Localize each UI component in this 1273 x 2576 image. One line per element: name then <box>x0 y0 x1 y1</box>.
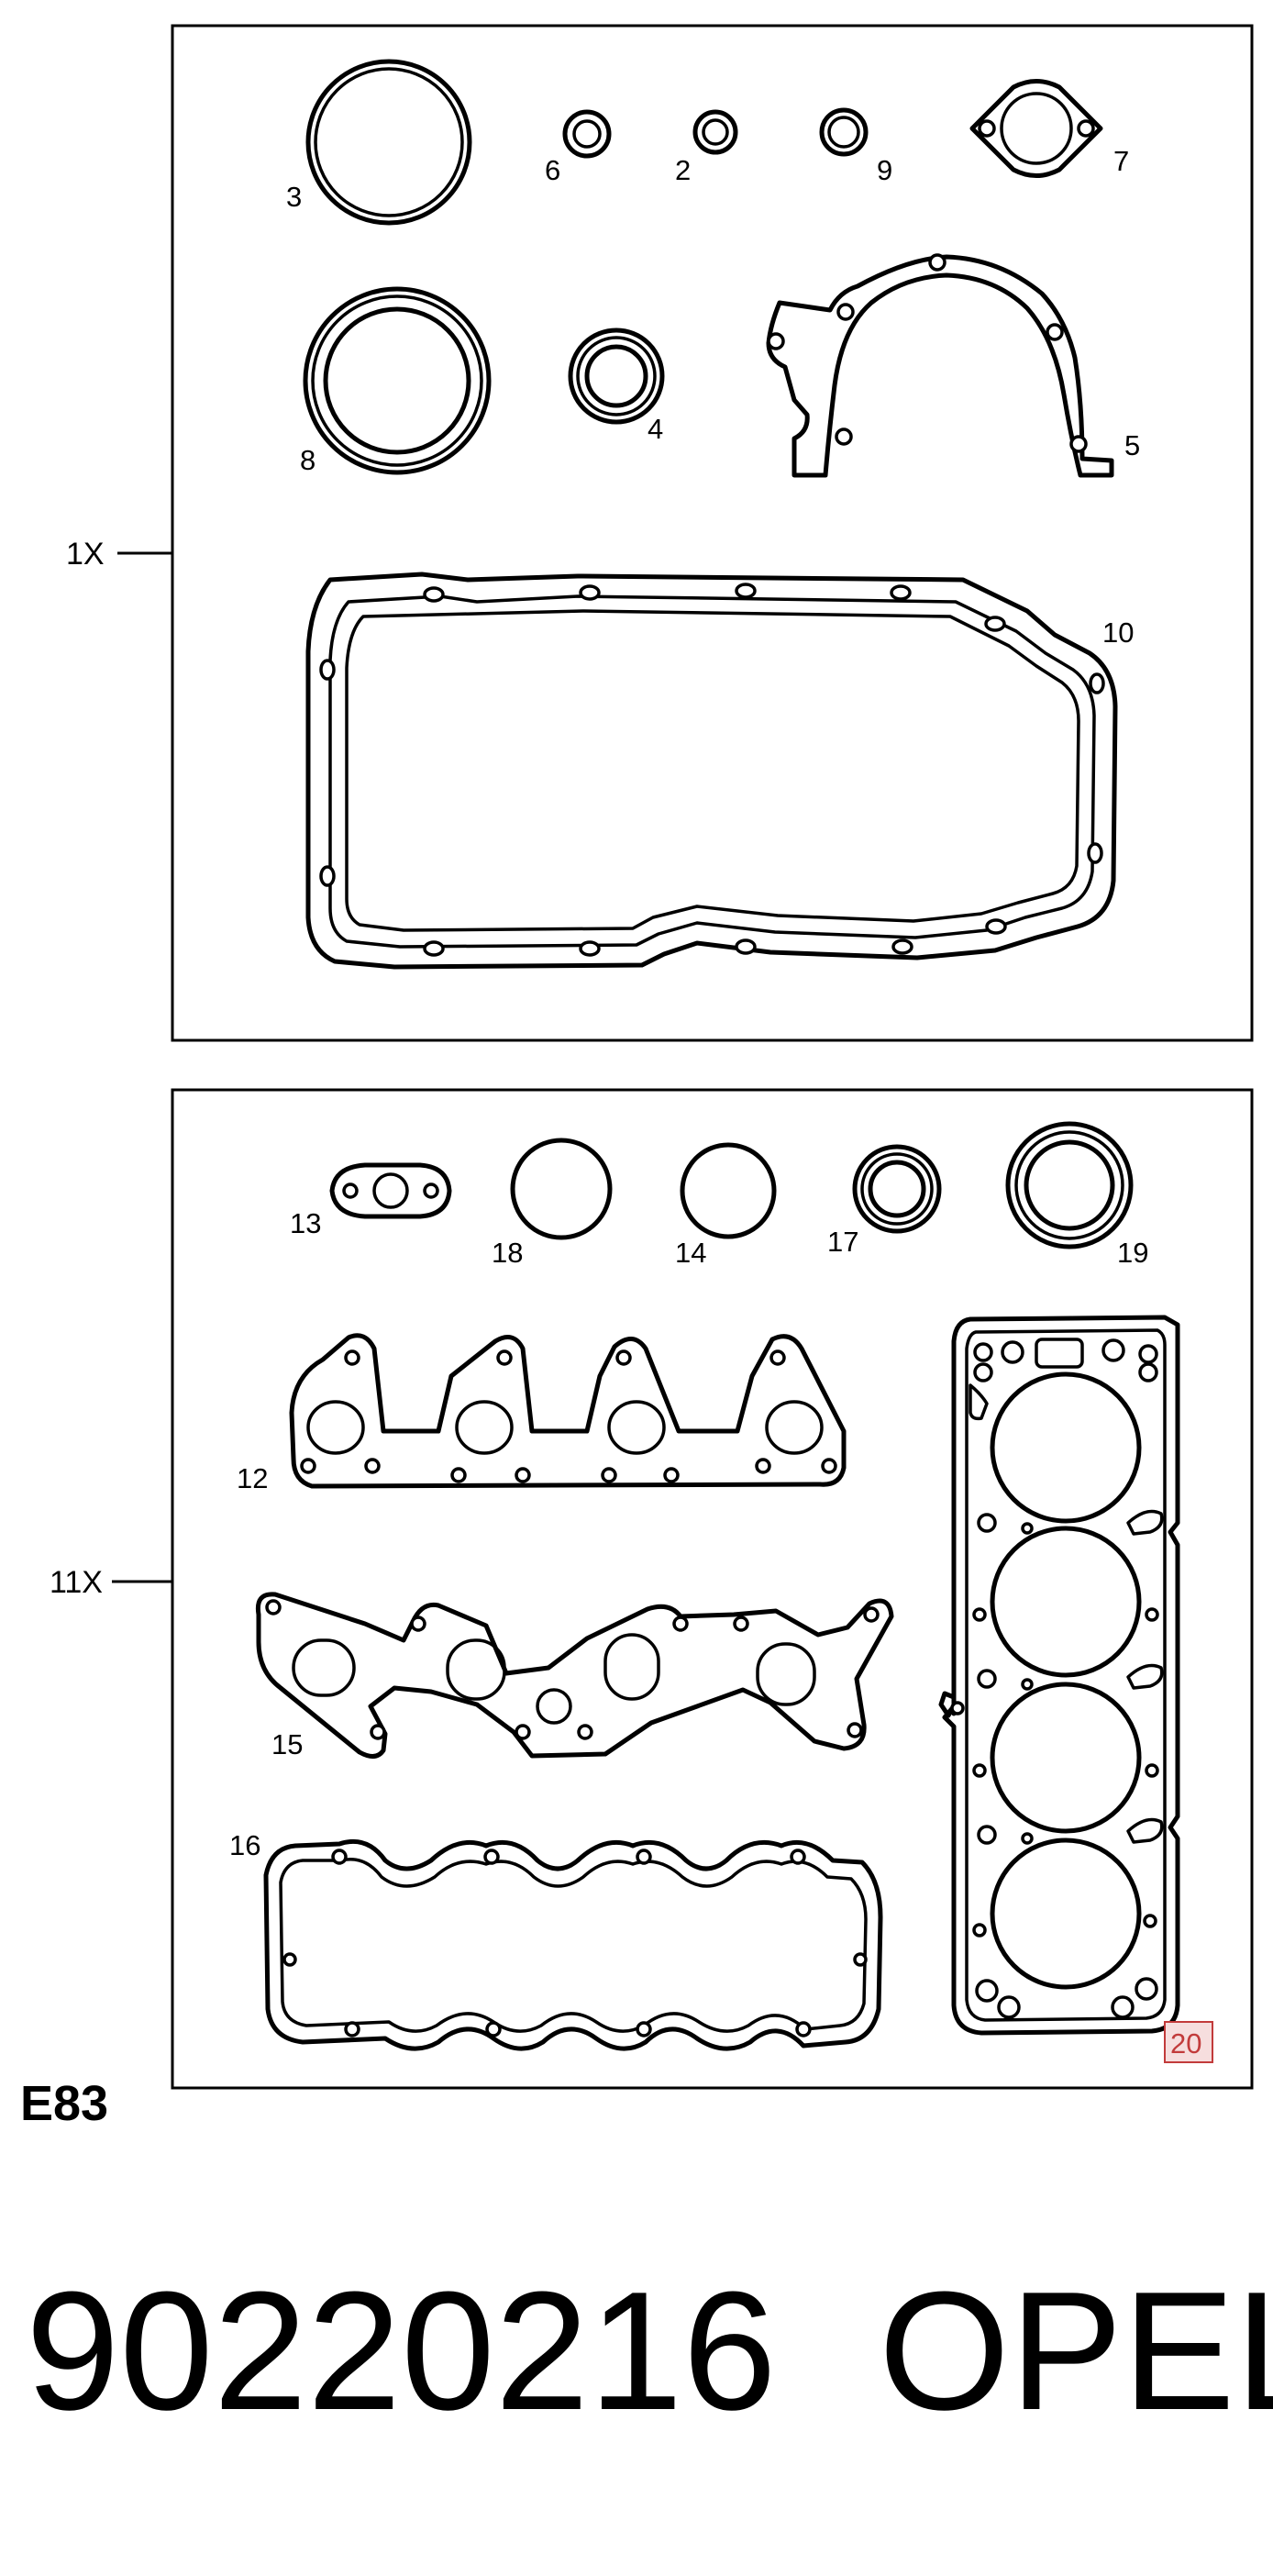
part-14-oring <box>680 1142 777 1239</box>
callout-20-highlight <box>1164 2021 1213 2063</box>
part-16-valve-cover-gasket <box>263 1838 883 2051</box>
part-19-seal <box>1005 1121 1134 1249</box>
callout-9: 9 <box>877 154 892 186</box>
callout-2: 2 <box>675 154 691 186</box>
part-17-seal <box>852 1144 942 1234</box>
callout-16: 16 <box>229 1829 260 1861</box>
part-5-timing-cover-gasket <box>766 253 1114 478</box>
part-8-crankshaft-seal <box>303 286 492 475</box>
callout-17: 17 <box>827 1226 858 1258</box>
callout-15: 15 <box>271 1728 303 1760</box>
callout-8: 8 <box>300 444 315 476</box>
part-number: 90220216 <box>26 2256 777 2445</box>
top-quantity-label: 1X <box>66 537 105 572</box>
callout-10: 10 <box>1102 616 1134 649</box>
callout-18: 18 <box>492 1237 523 1269</box>
part-20-cylinder-head-gasket <box>938 1315 1180 2036</box>
callout-3: 3 <box>286 181 302 213</box>
callout-14: 14 <box>675 1237 706 1269</box>
top-parts-box <box>171 24 1254 1042</box>
callout-5: 5 <box>1124 429 1140 461</box>
part-10-oil-pan-gasket <box>305 572 1118 970</box>
part-9-seal-ring <box>819 107 869 157</box>
part-15-exhaust-manifold-gasket <box>255 1592 894 1759</box>
part-6-seal-ring <box>562 109 612 159</box>
callout-4: 4 <box>648 413 663 445</box>
callout-6: 6 <box>545 154 560 186</box>
callout-19: 19 <box>1117 1237 1148 1269</box>
brand-name: OPEL <box>879 2256 1273 2445</box>
callout-13: 13 <box>290 1207 321 1239</box>
part-3-oring <box>305 59 472 226</box>
part-18-oring <box>510 1138 613 1240</box>
part-2-seal-ring <box>692 109 738 155</box>
part-12-intake-manifold-gasket <box>289 1333 847 1489</box>
part-7-flange-gasket <box>969 79 1103 178</box>
callout-7: 7 <box>1113 145 1129 177</box>
part-13-flange-gasket <box>329 1162 452 1219</box>
diagram-code: E83 <box>20 2076 109 2131</box>
callout-12: 12 <box>237 1462 268 1494</box>
bottom-quantity-label: 11X <box>50 1565 103 1600</box>
callout-20: 20 <box>1170 2027 1201 2060</box>
part-4-camshaft-seal <box>568 328 665 425</box>
bottom-parts-box <box>171 1088 1254 2090</box>
